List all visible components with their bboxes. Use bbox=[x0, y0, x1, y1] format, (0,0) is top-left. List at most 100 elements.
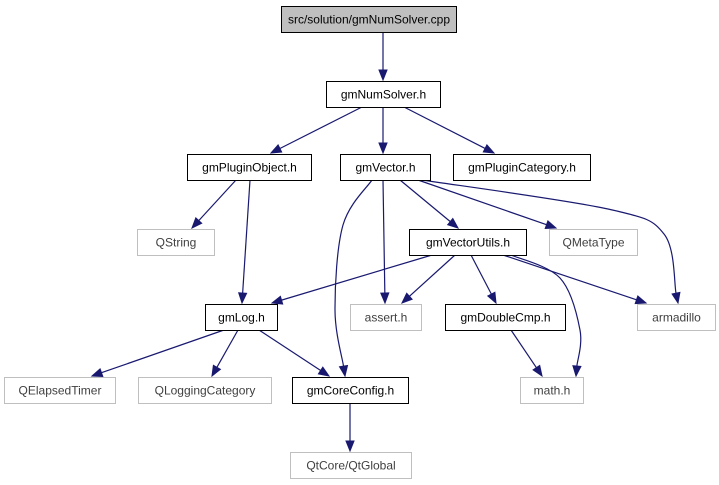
edge-line bbox=[334, 179, 373, 367]
arrowhead bbox=[345, 440, 355, 453]
node-gmVectorUtils[interactable]: gmVectorUtils.h bbox=[409, 229, 527, 256]
arrowhead bbox=[90, 368, 104, 378]
arrowhead bbox=[482, 144, 496, 154]
node-box bbox=[549, 229, 638, 256]
node-label: QMetaType bbox=[562, 236, 624, 250]
arrowhead bbox=[270, 295, 284, 305]
arrowhead bbox=[401, 292, 413, 304]
node-box bbox=[4, 377, 116, 404]
node-box bbox=[520, 377, 584, 404]
arrowhead bbox=[378, 69, 388, 82]
node-box bbox=[453, 154, 591, 181]
edge-line bbox=[242, 179, 251, 294]
node-label: armadillo bbox=[652, 311, 701, 325]
node-gmCoreConfig[interactable]: gmCoreConfig.h bbox=[292, 377, 409, 404]
node-box bbox=[445, 304, 566, 331]
node-math: math.h bbox=[520, 377, 584, 404]
node-box bbox=[281, 6, 457, 33]
node-label: QString bbox=[156, 236, 197, 250]
node-box bbox=[290, 452, 412, 479]
edge-line bbox=[409, 254, 456, 297]
node-QMetaType: QMetaType bbox=[549, 229, 638, 256]
edge-gmLog-to-QLoggingCategory bbox=[211, 329, 239, 378]
arrowhead bbox=[191, 217, 203, 229]
node-label: gmVectorUtils.h bbox=[426, 236, 510, 250]
node-box bbox=[326, 81, 441, 108]
edge-line bbox=[399, 179, 451, 223]
edge-gmVector-to-armadillo bbox=[421, 179, 681, 305]
edge-line bbox=[502, 254, 637, 301]
arrowhead bbox=[237, 292, 248, 305]
node-assert: assert.h bbox=[350, 304, 422, 331]
edge-gmPluginObject-to-QString bbox=[191, 179, 237, 229]
node-layer: src/solution/gmNumSolver.cpp gmNumSolver.… bbox=[4, 6, 716, 479]
node-label: gmCoreConfig.h bbox=[307, 384, 394, 398]
node-box bbox=[292, 377, 409, 404]
edge-line bbox=[198, 179, 237, 222]
edge-gmVectorUtils-to-armadillo bbox=[502, 254, 648, 305]
arrowhead bbox=[634, 295, 648, 305]
node-label: gmPluginCategory.h bbox=[468, 161, 576, 175]
edge-line bbox=[470, 254, 492, 295]
edge-gmVector-to-assert bbox=[380, 179, 390, 305]
node-gmNumSolver[interactable]: gmNumSolver.h bbox=[326, 81, 441, 108]
node-armadillo: armadillo bbox=[637, 304, 716, 331]
node-label: gmNumSolver.h bbox=[341, 88, 426, 102]
node-label: assert.h bbox=[365, 311, 408, 325]
edge-gmVector-to-QMetaType bbox=[417, 179, 558, 230]
node-label: QElapsedTimer bbox=[19, 384, 102, 398]
edge-gmNumSolver-to-gmVector bbox=[378, 107, 388, 155]
node-label: gmDoubleCmp.h bbox=[460, 311, 550, 325]
edge-line bbox=[101, 329, 225, 374]
node-QString: QString bbox=[137, 229, 215, 256]
node-gmDoubleCmp[interactable]: gmDoubleCmp.h bbox=[445, 304, 566, 331]
arrowhead bbox=[671, 291, 681, 305]
node-label: src/solution/gmNumSolver.cpp bbox=[288, 13, 450, 27]
edge-line bbox=[403, 106, 486, 149]
edge-line bbox=[216, 329, 239, 368]
node-gmVector[interactable]: gmVector.h bbox=[340, 154, 431, 181]
node-box bbox=[340, 154, 431, 181]
arrowhead bbox=[486, 291, 497, 305]
arrowhead bbox=[317, 366, 331, 377]
arrowhead bbox=[544, 220, 558, 230]
node-gmPluginCategory[interactable]: gmPluginCategory.h bbox=[453, 154, 591, 181]
node-label: math.h bbox=[534, 384, 571, 398]
arrowhead bbox=[446, 217, 460, 229]
edge-gmLog-to-QElapsedTimer bbox=[90, 329, 225, 378]
node-box bbox=[409, 229, 527, 256]
edge-gmPluginObject-to-gmLog bbox=[237, 179, 251, 305]
node-box bbox=[137, 229, 215, 256]
node-box bbox=[637, 304, 716, 331]
arrowhead bbox=[380, 292, 390, 305]
node-label: gmVector.h bbox=[355, 161, 415, 175]
edge-gmVector-to-gmVectorUtils bbox=[399, 179, 460, 229]
node-QElapsedTimer: QElapsedTimer bbox=[4, 377, 116, 404]
edge-line bbox=[279, 106, 363, 150]
node-box bbox=[187, 154, 312, 181]
edge-line bbox=[417, 179, 547, 226]
edge-gmVector-to-gmCoreConfig bbox=[334, 179, 373, 378]
arrowhead bbox=[269, 144, 283, 154]
node-root[interactable]: src/solution/gmNumSolver.cpp bbox=[281, 6, 457, 33]
arrowhead bbox=[211, 364, 222, 378]
node-QtGlobal: QtCore/QtGlobal bbox=[290, 452, 412, 479]
node-gmPluginObject[interactable]: gmPluginObject.h bbox=[187, 154, 312, 181]
edge-line bbox=[382, 179, 386, 294]
edge-line bbox=[281, 254, 433, 301]
node-label: gmPluginObject.h bbox=[202, 161, 297, 175]
node-QLoggingCategory: QLoggingCategory bbox=[138, 377, 272, 404]
edge-layer bbox=[90, 32, 681, 453]
node-gmLog[interactable]: gmLog.h bbox=[205, 304, 278, 331]
edge-gmLog-to-gmCoreConfig bbox=[258, 329, 331, 377]
edge-gmDoubleCmp-to-math bbox=[510, 329, 543, 378]
edge-gmVectorUtils-to-math bbox=[510, 254, 582, 378]
node-label: QLoggingCategory bbox=[155, 384, 256, 398]
edge-gmNumSolver-to-gmPluginObject bbox=[269, 106, 363, 154]
edge-gmCoreConfig-to-QtGlobal bbox=[345, 403, 355, 453]
edge-line bbox=[510, 254, 582, 367]
arrowhead bbox=[572, 365, 582, 378]
arrowhead bbox=[378, 142, 388, 155]
edge-line bbox=[258, 329, 321, 372]
node-label: QtCore/QtGlobal bbox=[306, 459, 395, 473]
